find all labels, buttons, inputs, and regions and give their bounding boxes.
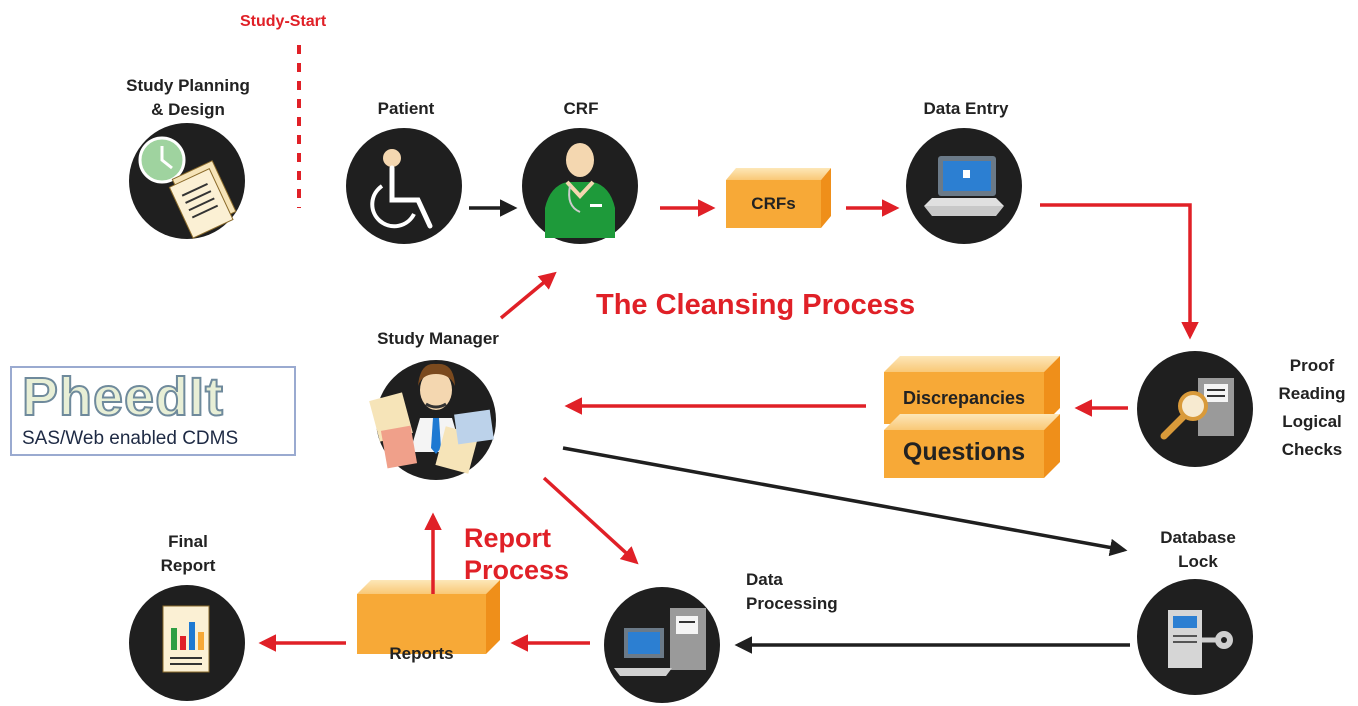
report-process-line1: Report: [464, 523, 551, 553]
reports-box: [357, 580, 500, 654]
study-manager-circle: [369, 360, 496, 480]
logo-title: PheedIt: [21, 366, 225, 428]
study-start-label: Study-Start: [240, 13, 327, 30]
final-report-line2: Report: [160, 556, 216, 575]
final-report-circle: [129, 585, 245, 701]
proof-reading-line4: Checks: [1281, 440, 1343, 459]
database-lock-label: Database Lock: [1146, 526, 1250, 574]
final-report-line1: Final: [168, 532, 208, 551]
database-lock-line1: Database: [1160, 528, 1236, 547]
crf-circle: [522, 128, 638, 244]
data-processing-circle: [604, 587, 720, 703]
study-manager-label: Study Manager: [377, 329, 499, 348]
proof-reading-line3: Logical: [1282, 412, 1342, 431]
study-planning-line2: & Design: [151, 100, 225, 119]
questions-box: [884, 414, 1060, 478]
data-processing-line2: Processing: [746, 594, 838, 613]
arrow-manager-to-lock: [562, 446, 1128, 557]
report-process-title: Report Process: [464, 522, 569, 586]
arrow-manager-to-crf: [499, 271, 557, 320]
arrow-manager-to-processing: [542, 476, 639, 565]
database-lock-line2: Lock: [1178, 552, 1218, 571]
data-processing-line1: Data: [746, 570, 783, 589]
database-lock-circle: [1137, 579, 1253, 695]
study-planning-label: Study Planning & Design: [110, 74, 266, 122]
study-planning-line1: Study Planning: [126, 76, 250, 95]
cleansing-process-title: The Cleansing Process: [596, 289, 916, 321]
final-report-label: Final Report: [148, 530, 228, 578]
questions-box-label: Questions: [902, 438, 1026, 466]
report-process-line2: Process: [464, 555, 570, 585]
data-entry-label: Data Entry: [923, 99, 1009, 118]
proof-reading-circle: [1137, 351, 1253, 467]
proof-reading-line1: Proof: [1289, 356, 1335, 375]
data-entry-circle: [906, 128, 1022, 244]
discrepancies-box-label: Discrepancies: [902, 388, 1026, 408]
proof-reading-label: Proof Reading Logical Checks: [1272, 352, 1352, 464]
crfs-box-label: CRFs: [751, 194, 796, 213]
study-planning-circle: [129, 123, 245, 239]
proof-reading-line2: Reading: [1278, 384, 1346, 403]
reports-box-label: Reports: [389, 644, 454, 663]
arrow-data-entry-to-proof: [1040, 203, 1199, 340]
crf-label: CRF: [563, 99, 599, 118]
data-processing-label: Data Processing: [746, 568, 838, 616]
crfs-box: [726, 168, 831, 228]
patient-label: Patient: [377, 99, 435, 118]
pheedit-logo: PheedIt SAS/Web enabled CDMS: [10, 366, 296, 456]
logo-subtitle: SAS/Web enabled CDMS: [22, 428, 239, 449]
patient-circle: [346, 128, 462, 244]
